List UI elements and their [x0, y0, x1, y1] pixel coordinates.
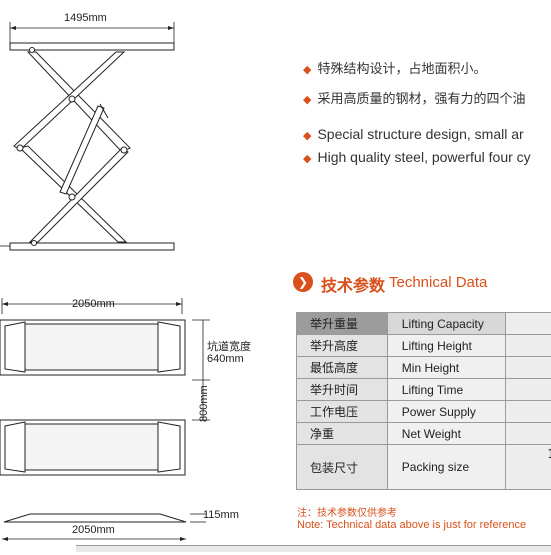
table-row: 举升重量 Lifting Capacity — [297, 313, 551, 335]
spec-value — [505, 357, 551, 379]
table-row: 举升高度 Lifting Height — [297, 335, 551, 357]
spec-table: 举升重量 Lifting Capacity 举升高度 Lifting Heigh… — [296, 312, 551, 490]
lift-elevation-svg — [0, 0, 190, 260]
spec-label-cn: 举升时间 — [297, 379, 388, 401]
heading-en: Technical Data — [389, 274, 487, 291]
spec-label-en: Net Weight — [387, 423, 505, 445]
table-row: 举升时间 Lifting Time — [297, 379, 551, 401]
diamond-bullet-icon: ◆ — [303, 153, 311, 165]
feature-item: ◆采用高质量的钢材，强有力的四个油 — [303, 88, 525, 107]
spec-label-cn: 最低高度 — [297, 357, 388, 379]
feature-item: ◆Special structure design, small ar — [303, 126, 524, 142]
spec-value — [505, 335, 551, 357]
side-width-label: 2050mm — [72, 524, 115, 536]
plan-width-label: 2050mm — [72, 298, 115, 310]
table-row: 工作电压 Power Supply — [297, 401, 551, 423]
spec-label-cn: 净重 — [297, 423, 388, 445]
spec-label-en: Lifting Capacity — [387, 313, 505, 335]
pit-width-label: 坑道宽度 — [207, 338, 251, 354]
feature-item: ◆High quality steel, powerful four cy — [303, 149, 531, 165]
spec-label-cn: 包装尺寸 — [297, 445, 388, 490]
spec-label-en: Power Supply — [387, 401, 505, 423]
spec-value — [505, 423, 551, 445]
lift-plan-drawing: 2050mm 坑道宽度 640mm 800mm — [0, 290, 260, 490]
table-row: 包装尺寸 Packing size 1 — [297, 445, 551, 490]
gap-value-label: 800mm — [198, 385, 210, 422]
spec-value — [505, 313, 551, 335]
side-height-label: 115mm — [203, 509, 239, 521]
spec-label-en: Min Height — [387, 357, 505, 379]
chevron-right-icon: ❯ — [293, 272, 313, 292]
feature-item: ◆特殊结构设计，占地面积小。 — [303, 58, 486, 77]
diamond-bullet-icon: ◆ — [303, 63, 311, 76]
diamond-bullet-icon: ◆ — [303, 93, 311, 106]
note-cn: 注：技术参数仅供参考 — [297, 504, 397, 519]
spec-value — [505, 379, 551, 401]
spec-label-cn: 工作电压 — [297, 401, 388, 423]
table-row: 最低高度 Min Height — [297, 357, 551, 379]
technical-data-heading: ❯ 技术参数 Technical Data — [293, 270, 551, 296]
spec-label-en: Packing size — [387, 445, 505, 490]
diamond-bullet-icon: ◆ — [303, 130, 311, 142]
table-row: 净重 Net Weight — [297, 423, 551, 445]
top-width-label: 1495mm — [64, 12, 107, 24]
lift-elevation-drawing: 1495mm — [0, 0, 190, 260]
heading-cn: 技术参数 — [321, 272, 385, 296]
lift-side-drawing: 115mm 2050mm — [0, 505, 260, 551]
spec-label-en: Lifting Height — [387, 335, 505, 357]
spec-label-en: Lifting Time — [387, 379, 505, 401]
spec-value — [505, 401, 551, 423]
spec-label-cn: 举升高度 — [297, 335, 388, 357]
pit-width-value: 640mm — [207, 353, 244, 365]
note-en: Note: Technical data above is just for r… — [297, 519, 526, 531]
spec-label-cn: 举升重量 — [297, 313, 388, 335]
spec-value: 1 — [505, 445, 551, 490]
lift-plan-svg — [0, 290, 260, 490]
